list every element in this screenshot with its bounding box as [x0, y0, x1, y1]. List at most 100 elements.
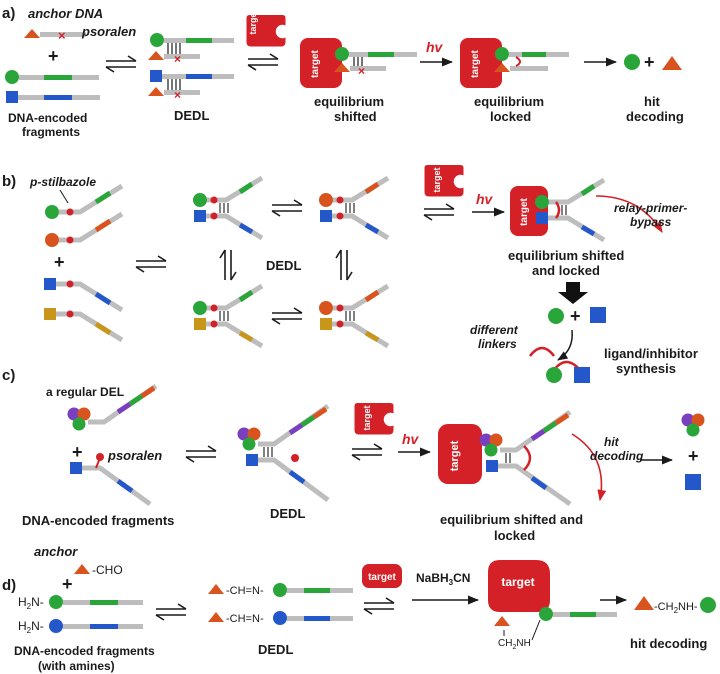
psoralen-x-mark: × [58, 28, 66, 43]
anchor-hit-triangle [662, 56, 682, 70]
linkers-label-line2: linkers [478, 337, 517, 351]
svg-text:-CH2NH-: -CH2NH- [654, 601, 698, 615]
equilibrium-arrows [155, 603, 187, 621]
shifted-locked-line2: and locked [532, 263, 600, 278]
svg-text:×: × [174, 88, 181, 102]
plus-sign: + [644, 52, 655, 72]
shifted-label-line2: shifted [334, 109, 377, 124]
green-barcode [44, 75, 72, 80]
target-protein-icon [354, 403, 398, 435]
svg-text:×: × [358, 64, 365, 78]
hit-label-line2: decoding [626, 109, 684, 124]
dedl-dimer-orange-blue [319, 175, 390, 241]
imine-duplex-green: -CH=N- [208, 583, 353, 597]
amine-fragment-blue: H2N- [18, 619, 143, 635]
panel-a: a) anchor DNA × psoralen + DNA-encoded f… [2, 5, 684, 139]
hit-ligand-cluster [681, 413, 705, 437]
anchor-strand [40, 32, 86, 37]
equilibrium-arrows-vertical [219, 249, 237, 281]
svg-text:H2N-: H2N- [18, 619, 44, 635]
svg-text:-CH=N-: -CH=N- [226, 585, 264, 597]
dedl-label: DEDL [270, 506, 305, 521]
synthesis-label-line1: ligand/inhibitor [604, 346, 698, 361]
target-label: target [248, 9, 258, 34]
equilibrium-shifted-complex: target × [300, 38, 417, 88]
hit-label-line1: hit [644, 94, 661, 109]
svg-text:-CH=N-: -CH=N- [226, 613, 264, 625]
shifted-locked-line1: equilibrium shifted [508, 248, 624, 263]
reagent-label: NaBH3CN [416, 571, 470, 587]
dedl-duplex-blue: × [148, 70, 234, 102]
panel-letter-d: d) [2, 577, 16, 594]
psoralen-fragment [70, 453, 152, 507]
equilibrium-arrows [363, 597, 395, 615]
dedl-label: DEDL [258, 642, 293, 657]
equilibrium-arrows [351, 443, 383, 461]
linkers-label-line1: different [470, 323, 519, 337]
plus-sign: + [48, 46, 59, 66]
fragments-label-line2: (with amines) [38, 659, 115, 673]
dedl-dimer-green-blue [193, 175, 264, 241]
fragments-label-line2: fragments [22, 125, 80, 139]
hit-product: -CH2NH- [634, 596, 716, 615]
blue-ligand [590, 307, 606, 323]
equilibrium-arrows [271, 307, 303, 325]
synthesis-label-line2: synthesis [616, 361, 676, 376]
hv-light-label: hv [476, 191, 494, 207]
p-stilbazole-label: p-stilbazole [29, 175, 96, 189]
panel-d: d) anchor -CHO + H2N- H2N- DNA-encoded f… [2, 544, 716, 673]
anchor-label: anchor [34, 544, 78, 559]
green-hit-ligand [624, 54, 640, 70]
equilibrium-arrows [135, 255, 167, 273]
hit-decoding-label: hit decoding [630, 636, 707, 651]
panel-letter-b: b) [2, 173, 16, 190]
target-protein-icon [424, 165, 468, 197]
target-label: target [362, 405, 372, 430]
target-label: target [368, 572, 396, 583]
imine-duplex-blue: -CH=N- [208, 611, 353, 625]
shifted-locked-line2: locked [494, 528, 535, 543]
target-label: target [432, 167, 442, 192]
panel-letter-a: a) [2, 5, 15, 22]
fragments-label-line1: DNA-encoded fragments [14, 644, 155, 658]
equilibrium-arrows [105, 55, 137, 73]
pointer-line [59, 189, 69, 204]
amine-fragment-green: H2N- [18, 595, 143, 611]
psoralen-label: psoralen [81, 24, 136, 39]
locked-label-line2: locked [490, 109, 531, 124]
svg-text:×: × [174, 52, 181, 66]
equilibrium-locked-complex: target [460, 38, 569, 88]
hit-label-line1: hit [604, 435, 620, 449]
monomer-gold [44, 308, 124, 343]
shifted-locked-complex: target [510, 177, 606, 243]
regular-del-member [67, 383, 158, 431]
fragments-label-line1: DNA-encoded [8, 111, 87, 125]
locked-label-line1: equilibrium [474, 94, 544, 109]
anchor-dna-label: anchor DNA [28, 6, 103, 21]
blue-hit-ligand [685, 474, 701, 490]
anchor-triangle [24, 29, 40, 38]
linker-arc [529, 346, 555, 357]
cho-label: -CHO [92, 563, 123, 577]
svg-text:target: target [470, 49, 481, 77]
dedl-dimer-orange-gold [319, 283, 390, 349]
blue-fragment-ligand [6, 91, 18, 103]
monomer-green [45, 183, 124, 219]
regular-del-label: a regular DEL [46, 385, 124, 399]
panel-c: c) a regular DEL + psoralen DNA-encoded … [2, 367, 705, 543]
target-protein-icon [362, 564, 402, 588]
dedl-label: DEDL [266, 258, 301, 273]
relay-label-line2: bypass [630, 215, 672, 229]
hit-decoding-arrow [571, 433, 607, 502]
equilibrium-arrows [423, 203, 455, 221]
plus-sign: + [62, 574, 73, 594]
monomer-blue [44, 278, 124, 313]
equilibrium-arrows-vertical [335, 249, 353, 281]
fragments-label: DNA-encoded fragments [22, 513, 174, 528]
hit-label-line2: decoding [590, 449, 644, 463]
equilibrium-arrows [271, 199, 303, 217]
relay-label-line1: relay-primer- [614, 201, 687, 215]
shifted-locked-complex: target [438, 409, 572, 507]
anchor-triangle [74, 564, 90, 574]
